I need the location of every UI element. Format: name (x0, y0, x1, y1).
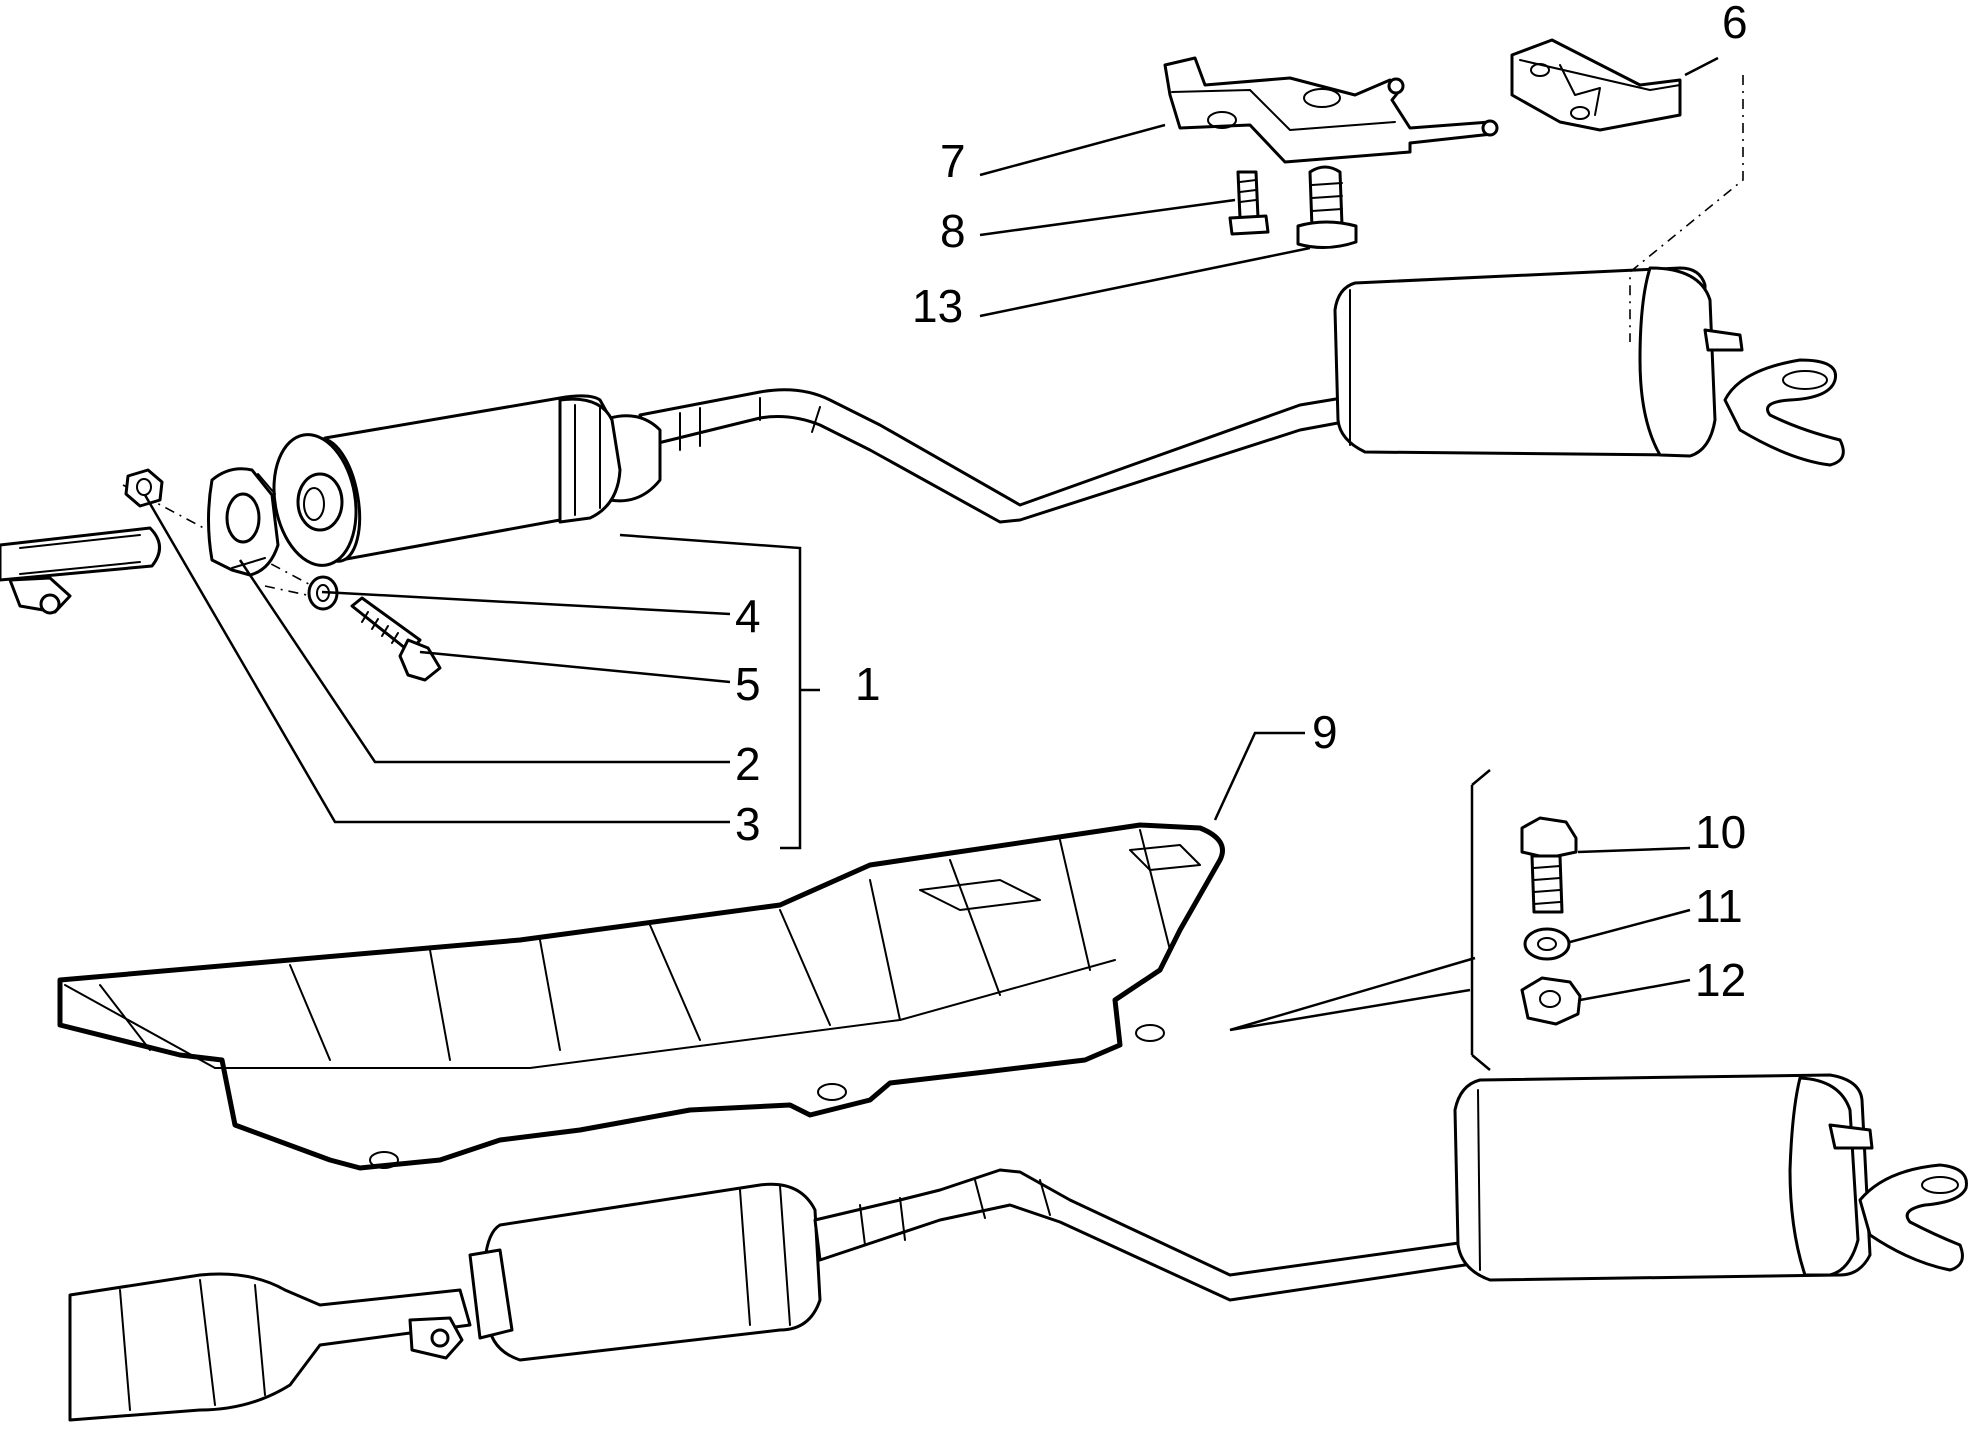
callout-4: 4 (735, 590, 761, 642)
callout-3: 3 (735, 798, 761, 850)
catalytic-converter (68, 1272, 472, 1422)
intermediate-pipe (638, 388, 1367, 524)
bracket-7 (1163, 56, 1499, 164)
callout-labels: 6 7 8 13 4 5 1 2 3 9 10 11 12 (735, 0, 1748, 1006)
rubber-mount-6 (1510, 38, 1682, 132)
callout-12: 12 (1695, 954, 1746, 1006)
leader-lines (143, 56, 1719, 1002)
nut-3 (124, 468, 164, 508)
bottom-rear-muffler (1453, 1073, 1968, 1282)
bracket-line (1229, 769, 1491, 1071)
bolt-5 (350, 596, 442, 682)
heat-shield-9 (57, 822, 1225, 1171)
callout-10: 10 (1695, 806, 1746, 858)
screw-8 (1228, 170, 1270, 236)
clamp-2 (207, 467, 280, 577)
callout-8: 8 (940, 205, 966, 257)
callout-5: 5 (735, 658, 761, 710)
callout-9: 9 (1312, 706, 1338, 758)
washer-11 (1523, 927, 1571, 961)
nut-12 (1520, 976, 1582, 1026)
bottom-front-muffler (468, 1168, 1487, 1362)
callout-11: 11 (1695, 880, 1743, 932)
callout-2: 2 (735, 738, 761, 790)
callout-1: 1 (855, 658, 881, 710)
callout-7: 7 (940, 135, 966, 187)
callout-6: 6 (1722, 0, 1748, 48)
front-pipe-stub (0, 526, 161, 615)
clip-13 (1296, 165, 1358, 249)
rear-muffler-top (1333, 266, 1845, 467)
front-muffler (272, 394, 662, 567)
bolt-10 (1520, 816, 1578, 914)
callout-13: 13 (912, 280, 963, 332)
